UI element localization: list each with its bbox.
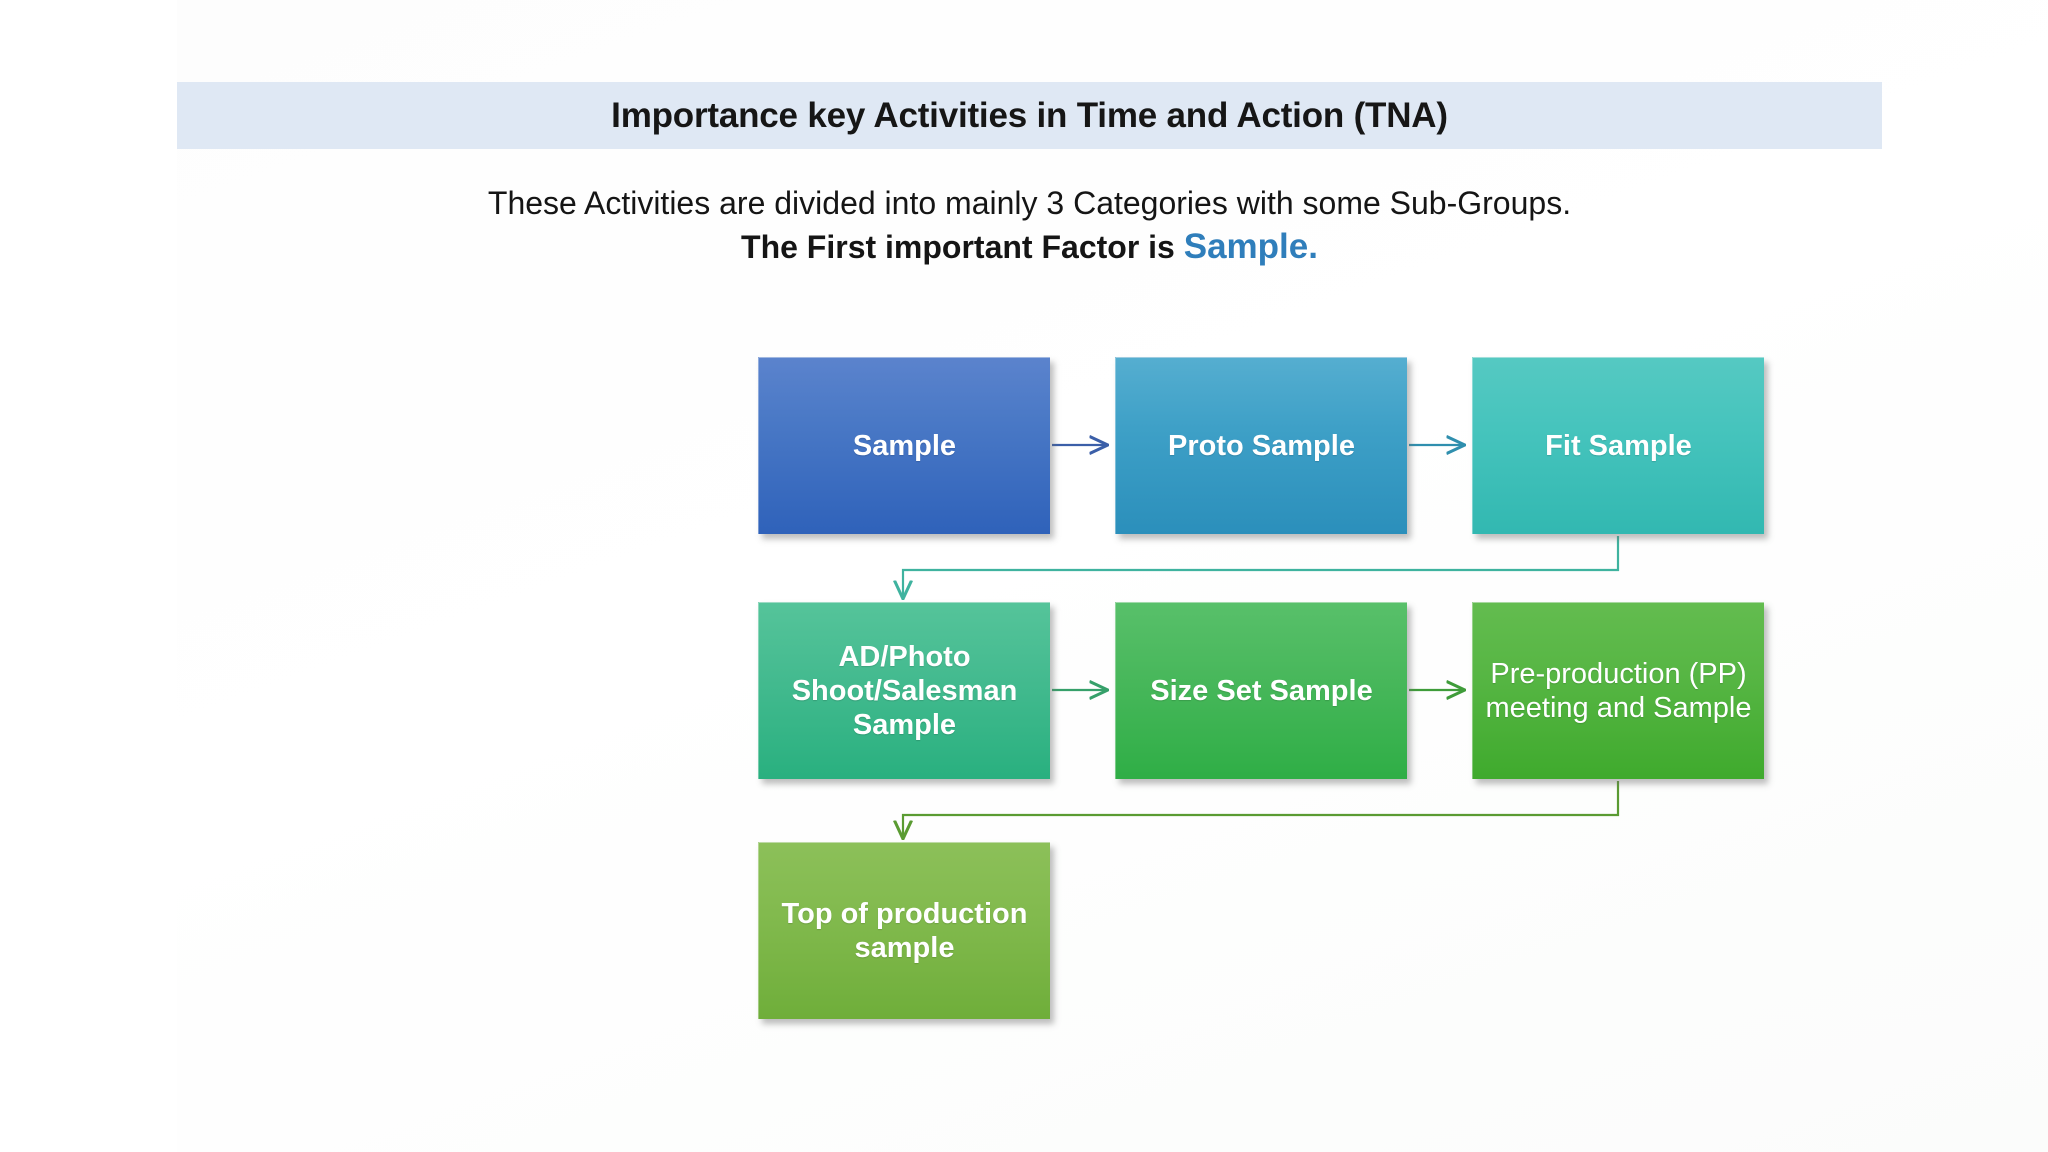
- node-proto-sample[interactable]: Proto Sample: [1115, 357, 1407, 534]
- subtitle-line-1: These Activities are divided into mainly…: [487, 185, 1572, 221]
- node-pre-production-meeting-and-sample-label: Pre-production (PP) meeting and Sample: [1485, 657, 1752, 724]
- connector-pp-to-topprod: [903, 781, 1620, 838]
- node-ad-photo-shoot-salesman-sample-label: AD/Photo Shoot/Salesman Sample: [791, 640, 1018, 742]
- subtitle-line-2: The First important Factor is Sample.: [177, 224, 1882, 270]
- flowchart-diagram: Sample Proto Sample Fit Sample AD/Photo …: [177, 0, 2048, 1152]
- subtitle-line-2-prefix: The First important Factor is: [741, 229, 1184, 265]
- slide-canvas: Importance key Activities in Time and Ac…: [177, 0, 2048, 1152]
- node-top-of-production-sample[interactable]: Top of production sample: [758, 842, 1050, 1019]
- node-sample-label: Sample: [852, 429, 957, 462]
- node-size-set-sample-label: Size Set Sample: [1150, 674, 1373, 707]
- node-sample[interactable]: Sample: [758, 357, 1050, 534]
- slide-title-banner: Importance key Activities in Time and Ac…: [177, 82, 1882, 149]
- node-fit-sample[interactable]: Fit Sample: [1472, 357, 1764, 534]
- connector-fit-to-adphoto: [903, 536, 1620, 598]
- subtitle-block: These Activities are divided into mainly…: [177, 182, 1882, 270]
- node-pre-production-meeting-and-sample[interactable]: Pre-production (PP) meeting and Sample: [1472, 602, 1764, 779]
- subtitle-accent-word: Sample.: [1183, 227, 1318, 266]
- node-proto-sample-label: Proto Sample: [1168, 429, 1355, 462]
- page-title: Importance key Activities in Time and Ac…: [611, 95, 1448, 135]
- node-size-set-sample[interactable]: Size Set Sample: [1115, 602, 1407, 779]
- node-top-of-production-sample-label: Top of production sample: [781, 897, 1028, 964]
- connector-layer: [177, 0, 1620, 1152]
- node-ad-photo-shoot-salesman-sample[interactable]: AD/Photo Shoot/Salesman Sample: [758, 602, 1050, 779]
- node-fit-sample-label: Fit Sample: [1545, 429, 1692, 462]
